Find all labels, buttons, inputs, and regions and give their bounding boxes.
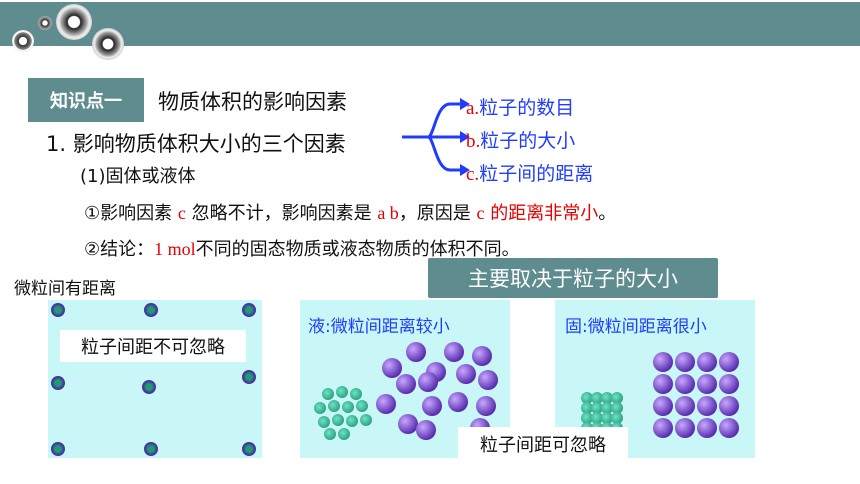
liquid-large-particle — [416, 420, 436, 440]
solid-small-particle — [611, 412, 623, 424]
topic-badge: 知识点一 — [28, 78, 144, 122]
gas-panel — [48, 300, 262, 458]
solid-small-particle — [601, 402, 613, 414]
solid-large-particle — [653, 352, 673, 372]
arrow-lower — [427, 135, 462, 172]
liquid-label: 液:微粒间距离较小 — [308, 317, 450, 337]
solid-small-particle — [591, 412, 603, 424]
arrowhead — [460, 131, 470, 143]
liquid-large-particle — [478, 370, 498, 390]
solid-large-particle — [675, 396, 695, 416]
gas-particle — [142, 380, 156, 394]
arrowhead — [460, 164, 470, 176]
liquid-small-particle — [328, 400, 340, 412]
gas-particle — [242, 370, 256, 384]
solid-large-particle — [719, 352, 739, 372]
sub-heading: (1)固体或液体 — [80, 166, 196, 187]
factor-item: b.粒子的大小 — [466, 130, 576, 152]
gas-particle — [144, 303, 158, 317]
solid-large-particle — [675, 352, 695, 372]
solid-small-particle — [581, 412, 593, 424]
brace-arrows — [402, 98, 470, 176]
gear-icon — [92, 28, 124, 60]
section-heading: 1. 影响物质体积大小的三个因素 — [46, 132, 346, 156]
liquid-small-particle — [336, 386, 348, 398]
solid-large-particle — [653, 374, 673, 394]
gas-particle — [51, 303, 65, 317]
solid-large-particle — [697, 396, 717, 416]
solid-small-particle — [591, 392, 603, 404]
solid-large-particle — [719, 418, 739, 438]
liquid-large-particle — [376, 394, 396, 414]
solid-large-particle — [675, 418, 695, 438]
solid-large-particle — [653, 418, 673, 438]
callout-box: 主要取决于粒子的大小 — [428, 258, 718, 298]
gas-label: 粒子间距不可忽略 — [60, 330, 246, 362]
bottom-label: 粒子间距可忽略 — [458, 427, 628, 461]
gas-caption: 微粒间有距离 — [14, 279, 116, 299]
factor-list: a.粒子的数目 b.粒子的大小 c.粒子间的距离 — [466, 92, 593, 191]
liquid-large-particle — [396, 374, 416, 394]
liquid-small-particle — [356, 400, 368, 412]
liquid-small-particle — [314, 402, 326, 414]
header-bar — [0, 2, 860, 46]
liquid-large-particle — [398, 414, 418, 434]
liquid-small-particle — [332, 414, 344, 426]
solid-large-particle — [675, 374, 695, 394]
liquid-small-particle — [338, 428, 350, 440]
liquid-small-particle — [342, 401, 354, 413]
factor-item: a.粒子的数目 — [466, 97, 575, 119]
liquid-small-particle — [324, 428, 336, 440]
liquid-large-particle — [406, 342, 426, 362]
solid-large-particle — [697, 418, 717, 438]
solid-small-particle — [611, 402, 623, 414]
topic-title: 物质体积的影响因素 — [158, 90, 347, 114]
solid-small-particle — [601, 392, 613, 404]
liquid-large-particle — [444, 342, 464, 362]
gas-particle — [51, 376, 65, 390]
solid-small-particle — [581, 402, 593, 414]
arrow-upper — [427, 102, 462, 139]
liquid-small-particle — [318, 416, 330, 428]
gear-icon — [12, 30, 34, 52]
solid-large-particle — [719, 396, 739, 416]
liquid-small-particle — [350, 388, 362, 400]
liquid-large-particle — [418, 372, 438, 392]
point-two: ②结论：1 mol不同的固态物质或液态物质的体积不同。 — [84, 239, 520, 260]
liquid-large-particle — [422, 396, 442, 416]
gear-icon — [56, 4, 92, 40]
factor-item: c.粒子间的距离 — [466, 163, 594, 185]
solid-small-particle — [581, 392, 593, 404]
gas-particle — [51, 442, 65, 456]
liquid-large-particle — [472, 346, 492, 366]
liquid-small-particle — [346, 415, 358, 427]
liquid-small-particle — [360, 414, 372, 426]
solid-label: 固:微粒间距离很小 — [565, 317, 707, 337]
gas-particle — [144, 442, 158, 456]
solid-large-particle — [697, 374, 717, 394]
arrowhead — [460, 98, 470, 110]
point-one: ①影响因素 c 忽略不计，影响因素是 a b，原因是 c 的距离非常小。 — [84, 203, 617, 224]
gas-particle — [242, 442, 256, 456]
solid-large-particle — [719, 374, 739, 394]
solid-large-particle — [653, 396, 673, 416]
gear-icon — [38, 16, 52, 30]
solid-small-particle — [601, 412, 613, 424]
solid-large-particle — [697, 352, 717, 372]
liquid-large-particle — [448, 392, 468, 412]
liquid-small-particle — [322, 388, 334, 400]
liquid-large-particle — [476, 396, 496, 416]
solid-small-particle — [591, 402, 603, 414]
gas-particle — [242, 303, 256, 317]
liquid-large-particle — [456, 364, 476, 384]
solid-small-particle — [611, 392, 623, 404]
liquid-large-particle — [382, 358, 402, 378]
